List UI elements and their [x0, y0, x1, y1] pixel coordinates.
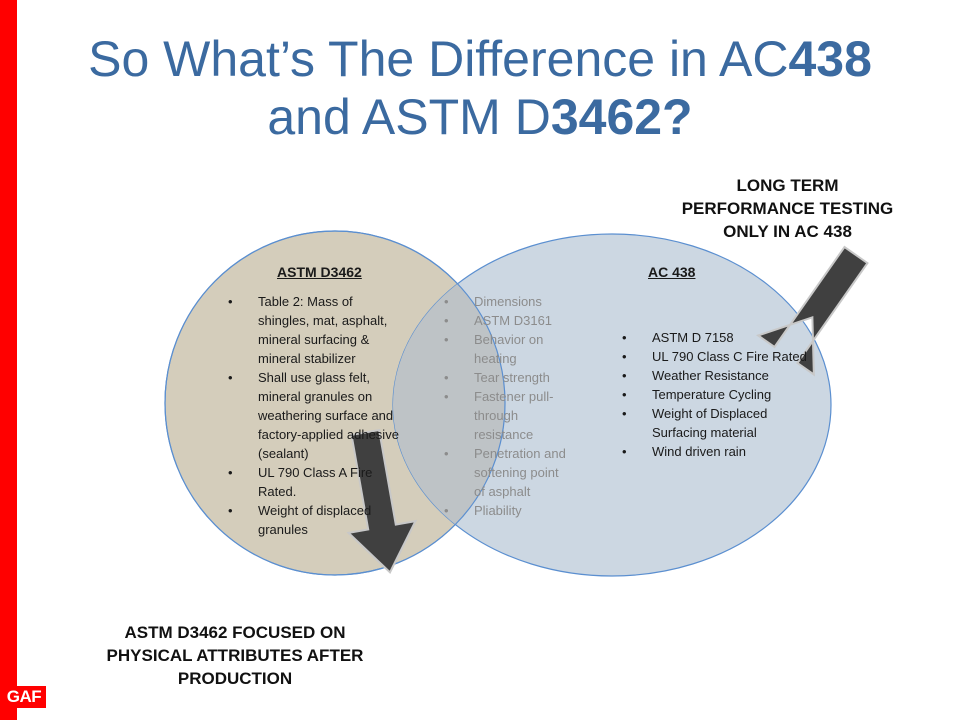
right-circle-list: ASTM D 7158 UL 790 Class C Fire Rated We… — [618, 328, 808, 461]
list-item: Wind driven rain — [618, 442, 808, 461]
list-item: UL 790 Class C Fire Rated — [618, 347, 808, 366]
list-item: ASTM D3161 — [440, 311, 570, 330]
right-circle-title: AC 438 — [648, 264, 696, 280]
title-line2-text: and ASTM D — [267, 89, 551, 145]
gaf-logo: GAF — [2, 686, 46, 708]
list-item: Weight of Displaced Surfacing material — [618, 404, 808, 442]
list-item: Temperature Cycling — [618, 385, 808, 404]
physical-attributes-callout: ASTM D3462 FOCUSED ON PHYSICAL ATTRIBUTE… — [50, 621, 420, 690]
callout-line: ONLY IN AC 438 — [723, 222, 852, 241]
list-item: Tear strength — [440, 368, 570, 387]
title-line1-bold: 438 — [788, 31, 872, 87]
callout-line: LONG TERM — [736, 176, 839, 195]
overlap-list: Dimensions ASTM D3161 Behavior on heatin… — [440, 292, 570, 520]
list-item: ASTM D 7158 — [618, 328, 808, 347]
list-item: Weight of displaced granules — [224, 501, 399, 539]
brand-red-bar — [0, 0, 17, 720]
list-item: UL 790 Class A Fire Rated. — [224, 463, 399, 501]
slide-title: So What’s The Difference in AC438 and AS… — [30, 30, 930, 146]
callout-line: ASTM D3462 FOCUSED ON — [124, 623, 346, 642]
list-item: Pliability — [440, 501, 570, 520]
list-item: Penetration and softening point of aspha… — [440, 444, 570, 501]
left-circle-list: Table 2: Mass of shingles, mat, asphalt,… — [224, 292, 399, 539]
list-item: Table 2: Mass of shingles, mat, asphalt,… — [224, 292, 399, 368]
left-circle-title: ASTM D3462 — [277, 264, 362, 280]
list-item: Fastener pull-through resistance — [440, 387, 570, 444]
title-line1-text: So What’s The Difference in AC — [88, 31, 789, 87]
title-line2-bold: 3462? — [550, 89, 693, 145]
callout-line: PHYSICAL ATTRIBUTES AFTER — [106, 646, 364, 665]
long-term-testing-callout: LONG TERM PERFORMANCE TESTING ONLY IN AC… — [625, 174, 950, 243]
list-item: Behavior on heating — [440, 330, 570, 368]
list-item: Dimensions — [440, 292, 570, 311]
callout-line: PRODUCTION — [177, 669, 293, 688]
list-item: Shall use glass felt, mineral granules o… — [224, 368, 399, 463]
list-item: Weather Resistance — [618, 366, 808, 385]
callout-line: PERFORMANCE TESTING — [681, 199, 894, 218]
